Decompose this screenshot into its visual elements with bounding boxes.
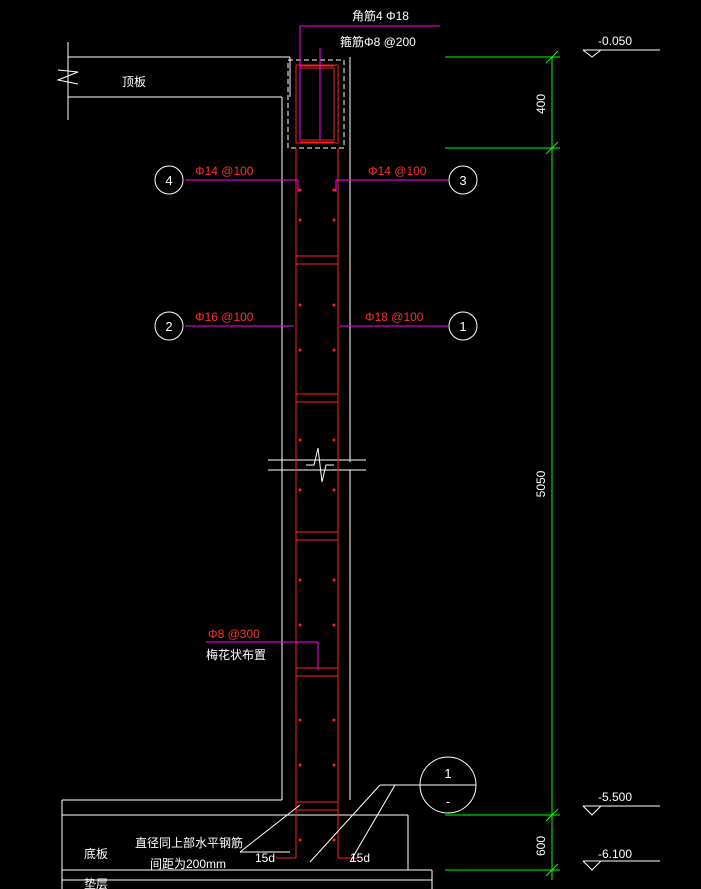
callout-4-spec: Φ14 @100	[195, 164, 254, 178]
callout-1-spec: Φ18 @100	[365, 310, 424, 324]
section-mark-number: 1	[444, 766, 451, 781]
callout-3-number: 3	[459, 173, 466, 188]
callout-3-circle	[448, 165, 478, 195]
elevation-markers	[582, 49, 660, 871]
note-line-1: 直径同上部水平钢筋	[135, 835, 243, 850]
anchor-right-label: 15d	[350, 851, 370, 865]
callout-3-spec: Φ14 @100	[368, 164, 427, 178]
dimension-chain	[445, 50, 560, 880]
tie-bars-label: Φ8 @300	[208, 627, 260, 641]
top-slab-label: 顶板	[122, 75, 146, 89]
beam-outline	[287, 59, 345, 149]
dimension-600: 600	[534, 836, 548, 856]
elevation-middle: -5.500	[598, 790, 632, 804]
elevation-top: -0.050	[598, 34, 632, 48]
dimension-5050: 5050	[534, 470, 548, 497]
note-line-2: 间距为200mm	[150, 857, 226, 871]
elevation-bottom: -6.100	[598, 847, 632, 861]
note-leaders	[239, 784, 420, 863]
cushion-label: 垫层	[84, 876, 108, 889]
callout-1-circle	[448, 311, 478, 341]
callout-2-number: 2	[165, 319, 172, 334]
callout-1-number: 1	[459, 319, 466, 334]
concrete-outline	[56, 42, 433, 889]
callout-4-circle	[154, 165, 184, 195]
section-mark-sheet: -	[446, 794, 450, 809]
dimension-400: 400	[534, 94, 548, 114]
bottom-slab-label: 底板	[84, 846, 108, 861]
tie-layout-label: 梅花状布置	[206, 647, 266, 662]
reinforcement	[276, 64, 358, 859]
callout-4-number: 4	[165, 173, 172, 188]
stirrups-label: 箍筋Φ8 @200	[340, 34, 416, 49]
anchor-left-label: 15d	[255, 851, 275, 865]
callout-2-spec: Φ16 @100	[195, 310, 254, 324]
callout-2-circle	[154, 311, 184, 341]
leader-lines	[185, 25, 448, 670]
corner-bars-label: 角筋4 Φ18	[352, 8, 409, 23]
